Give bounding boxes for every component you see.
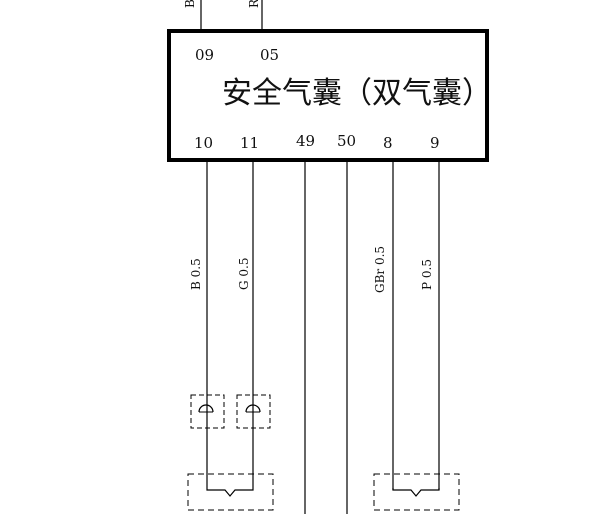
pin-label: 50: [337, 132, 356, 150]
pin-label: 11: [240, 134, 259, 152]
terminal-loop-icon: [245, 404, 261, 413]
connector-link-right: [392, 488, 440, 497]
connector-link-left: [206, 423, 254, 497]
pin-label: 9: [430, 134, 440, 152]
terminal-loop-icon: [198, 404, 214, 413]
connector-box-right: [373, 473, 460, 511]
wire-label: G 0.5: [237, 258, 251, 290]
wire-label: B 0.5: [189, 258, 203, 290]
wire-label: GBr 0.5: [373, 246, 387, 293]
pin-label: 8: [383, 134, 393, 152]
pin-label: 49: [296, 132, 315, 150]
airbag-module-box: [167, 29, 489, 162]
module-title: 安全气囊（双气囊）: [222, 76, 492, 111]
top-pin-label: 05: [260, 46, 279, 64]
pin-label: 10: [194, 134, 213, 152]
top-stub-label: R: [247, 0, 261, 8]
top-pin-label: 09: [195, 46, 214, 64]
connector-box-left: [187, 473, 274, 511]
wire-label: P 0.5: [420, 259, 434, 290]
top-stub-label: B: [183, 0, 197, 8]
